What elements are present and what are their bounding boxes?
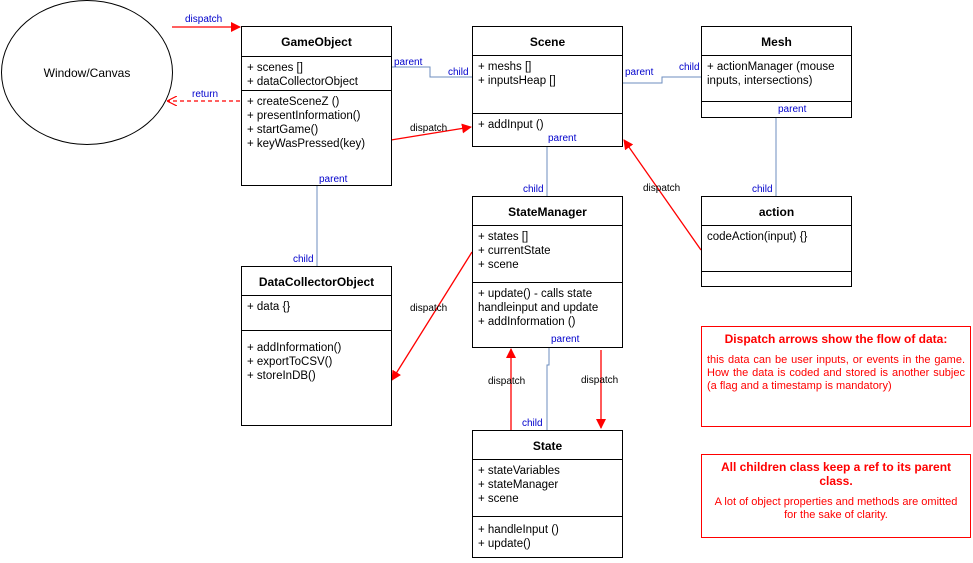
method-item: + keyWasPressed(key) [247,138,366,150]
attribute-item: + scenes [] [247,62,303,74]
label-dispatch-statemanager-datacollector: dispatch [410,303,448,314]
window-canvas-node: Window/Canvas [1,0,173,145]
attribute-item: + stateManager [478,479,559,491]
class-datacollectorobject: DataCollectorObject + data {} + addInfor… [241,266,392,426]
link-statemanager-state [546,347,550,430]
attribute-item: + actionManager (mouse inputs, intersect… [707,61,835,87]
label-child-scene-mesh: child [679,62,700,73]
label-child-statemanager-state: child [522,418,543,429]
method-item: + handleInput () [478,524,559,536]
label-dispatch-canvas: dispatch [185,14,223,25]
label-dispatch-statemanager-state: dispatch [581,375,619,386]
note-title: Dispatch arrows show the flow of data: [724,332,948,346]
class-name: GameObject [242,27,391,57]
attribute-item: + currentState [478,245,551,257]
class-state: State + stateVariables + stateManager + … [472,430,623,558]
method-item: + createSceneZ () [247,96,340,108]
attribute-item: + states [] [478,231,529,243]
label-parent-statemanager-state: parent [551,334,580,345]
note-body: this data can be user inputs, or events … [707,354,965,392]
attribute-item: codeAction(input) {} [707,231,808,243]
label-parent-gameobject-datacollector: parent [319,174,348,185]
class-action: action codeAction(input) {} [701,196,852,287]
attributes-section: + stateVariables + stateManager + scene [473,460,622,517]
methods-section [702,272,851,286]
attributes-section: + meshs [] + inputsHeap [] [473,56,622,114]
method-item: + startGame() [247,124,319,136]
method-item: + addInformation() [247,342,342,354]
method-item: + addInformation () [478,316,576,328]
label-child-scene-statemanager: child [523,184,544,195]
attribute-item: + dataCollectorObject [247,76,358,88]
class-name: action [702,197,851,226]
label-dispatch-action-scene: dispatch [643,183,681,194]
attributes-section: + scenes [] + dataCollectorObject [242,57,391,91]
method-item: + exportToCSV() [247,356,333,368]
note-dispatch-flow: Dispatch arrows show the flow of data: t… [701,326,971,427]
label-parent-gameobject-scene: parent [394,57,423,68]
class-name: StateManager [473,197,622,226]
attributes-section: + states [] + currentState + scene [473,226,622,283]
note-children-ref: All children class keep a ref to its par… [701,454,971,538]
link-gameobject-scene [391,66,472,78]
label-dispatch-state-statemanager: dispatch [488,376,526,387]
attribute-item: + data {} [247,301,291,313]
method-item: + update() [478,538,531,550]
methods-section: + addInput () [473,114,622,136]
methods-section: + update() - calls state handleinput and… [473,283,622,333]
attributes-section: + data {} [242,296,391,331]
label-child-gameobject-scene: child [448,67,469,78]
method-item: + presentInformation() [247,110,361,122]
dispatch-arrow-action-scene [623,139,702,251]
label-dispatch-gameobject-scene: dispatch [410,123,448,134]
method-item: + update() - calls state handleinput and… [478,288,599,314]
methods-section: + createSceneZ () + presentInformation()… [242,91,391,155]
label-parent-mesh-action: parent [778,104,807,115]
attributes-section: + actionManager (mouse inputs, intersect… [702,56,851,102]
class-statemanager: StateManager + states [] + currentState … [472,196,623,348]
label-child-gameobject-datacollector: child [293,254,314,265]
note-title: All children class keep a ref to its par… [720,460,952,488]
class-mesh: Mesh + actionManager (mouse inputs, inte… [701,26,852,118]
class-name: State [473,431,622,460]
method-item: + storeInDB() [247,370,316,382]
dispatch-arrow-gameobject-scene [390,123,472,141]
attributes-section: codeAction(input) {} [702,226,851,272]
link-scene-mesh [622,76,701,84]
label-return: return [192,89,219,100]
class-name: Scene [473,27,622,56]
note-body: A lot of object properties and methods a… [714,496,958,521]
label-parent-scene-mesh: parent [625,67,654,78]
dispatch-arrow-statemanager-datacollector [391,251,473,381]
class-name: Mesh [702,27,851,56]
class-gameobject: GameObject + scenes [] + dataCollectorOb… [241,26,392,186]
method-item: + addInput () [478,119,544,131]
methods-section: + handleInput () + update() [473,517,622,555]
methods-section [702,102,851,117]
attribute-item: + scene [478,493,519,505]
class-scene: Scene + meshs [] + inputsHeap [] + addIn… [472,26,623,147]
attribute-item: + meshs [] [478,61,532,73]
window-canvas-label: Window/Canvas [43,65,131,80]
label-child-mesh-action: child [752,184,773,195]
label-parent-scene-statemanager: parent [548,133,577,144]
class-name: DataCollectorObject [242,267,391,296]
attribute-item: + scene [478,259,519,271]
attribute-item: + stateVariables [478,465,560,477]
methods-section: + addInformation() + exportToCSV() + sto… [242,331,391,387]
attribute-item: + inputsHeap [] [478,75,556,87]
